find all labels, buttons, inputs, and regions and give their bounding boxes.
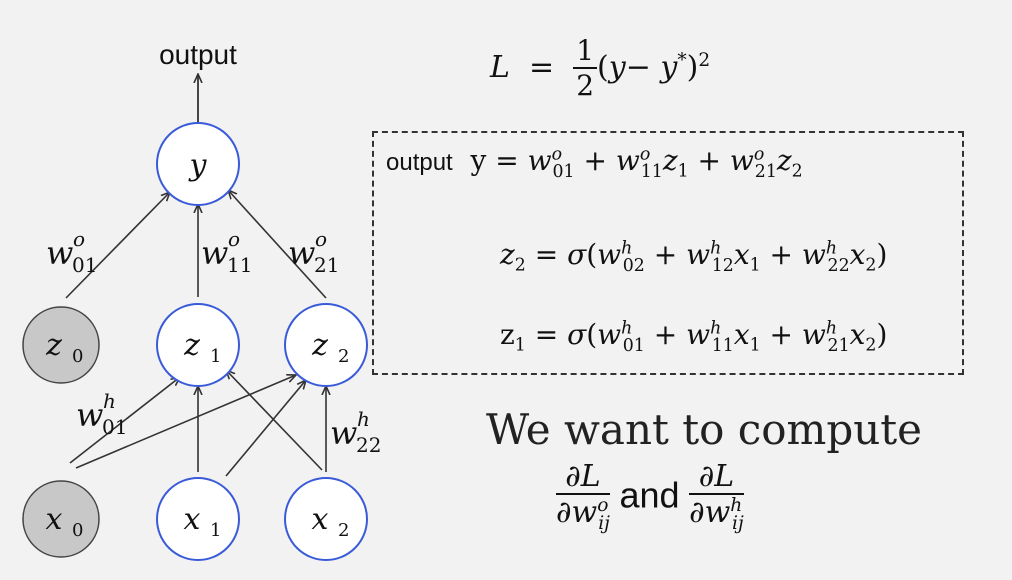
node-y: y	[156, 122, 240, 206]
goal-fractions: ∂L∂woij and ∂L∂whij	[556, 459, 744, 534]
node-z1: z 1	[156, 303, 240, 387]
goal-and: and	[619, 474, 680, 516]
svg-text:w: w	[288, 234, 315, 272]
dL-dw-h: ∂L∂whij	[689, 459, 744, 534]
svg-text:x: x	[312, 502, 329, 537]
label-w-h01: w h 01	[76, 389, 127, 439]
svg-text:h: h	[103, 389, 116, 413]
node-z0-bias: z 0	[22, 306, 100, 384]
svg-text:1: 1	[210, 346, 221, 367]
svg-text:o: o	[73, 227, 85, 251]
label-w-o11: w o 11	[201, 227, 252, 277]
goal-line1: We want to compute	[486, 405, 923, 454]
svg-text:0: 0	[72, 520, 83, 541]
label-w-o21: w o 21	[288, 227, 339, 277]
edge-x1-z2	[225, 380, 306, 477]
edge-z0-y	[65, 192, 170, 299]
svg-text:0: 0	[72, 346, 83, 367]
dL-dw-o: ∂L∂woij	[556, 459, 610, 534]
equation-box	[372, 131, 964, 375]
node-x0-bias: x 0	[22, 480, 100, 558]
box-prefix: output	[386, 149, 453, 176]
svg-text:w: w	[76, 396, 103, 434]
edge-x0-z1	[69, 377, 180, 464]
svg-text:x: x	[46, 502, 63, 537]
edge-x0-z2	[75, 375, 296, 469]
svg-text:2: 2	[338, 520, 349, 541]
z2-equation: z2 = σ(wh02 + wh12x1 + wh22x2)	[500, 238, 888, 276]
svg-text:22: 22	[356, 433, 381, 457]
svg-text:21: 21	[314, 253, 339, 277]
z1-equation: z1 = σ(wh01 + wh11x1 + wh21x2)	[500, 318, 888, 356]
svg-text:w: w	[201, 234, 228, 272]
svg-text:z: z	[183, 328, 200, 363]
svg-text:x: x	[184, 502, 201, 537]
svg-text:1: 1	[210, 520, 221, 541]
svg-text:z: z	[45, 328, 62, 363]
svg-text:h: h	[357, 407, 370, 431]
svg-text:o: o	[228, 227, 240, 251]
node-x1: x 1	[156, 477, 240, 561]
svg-text:o: o	[315, 227, 327, 251]
edge-z2-y	[228, 190, 327, 299]
svg-text:2: 2	[338, 346, 349, 367]
node-z2: z 2	[284, 303, 368, 387]
label-w-o01: w o 01	[46, 227, 97, 277]
svg-text:z: z	[311, 328, 328, 363]
svg-text:11: 11	[227, 253, 252, 277]
svg-text:y: y	[188, 148, 208, 183]
node-x2: x 2	[284, 477, 368, 561]
svg-text:01: 01	[102, 415, 127, 439]
label-w-h22: w h 22	[330, 407, 381, 457]
output-y-equation: output y = wo01 + wo11z1 + wo21z2	[386, 144, 803, 182]
svg-text:01: 01	[72, 253, 97, 277]
svg-text:w: w	[330, 414, 357, 452]
edge-x2-z1	[226, 370, 323, 471]
output-label: output	[159, 39, 237, 70]
svg-text:w: w	[46, 234, 73, 272]
